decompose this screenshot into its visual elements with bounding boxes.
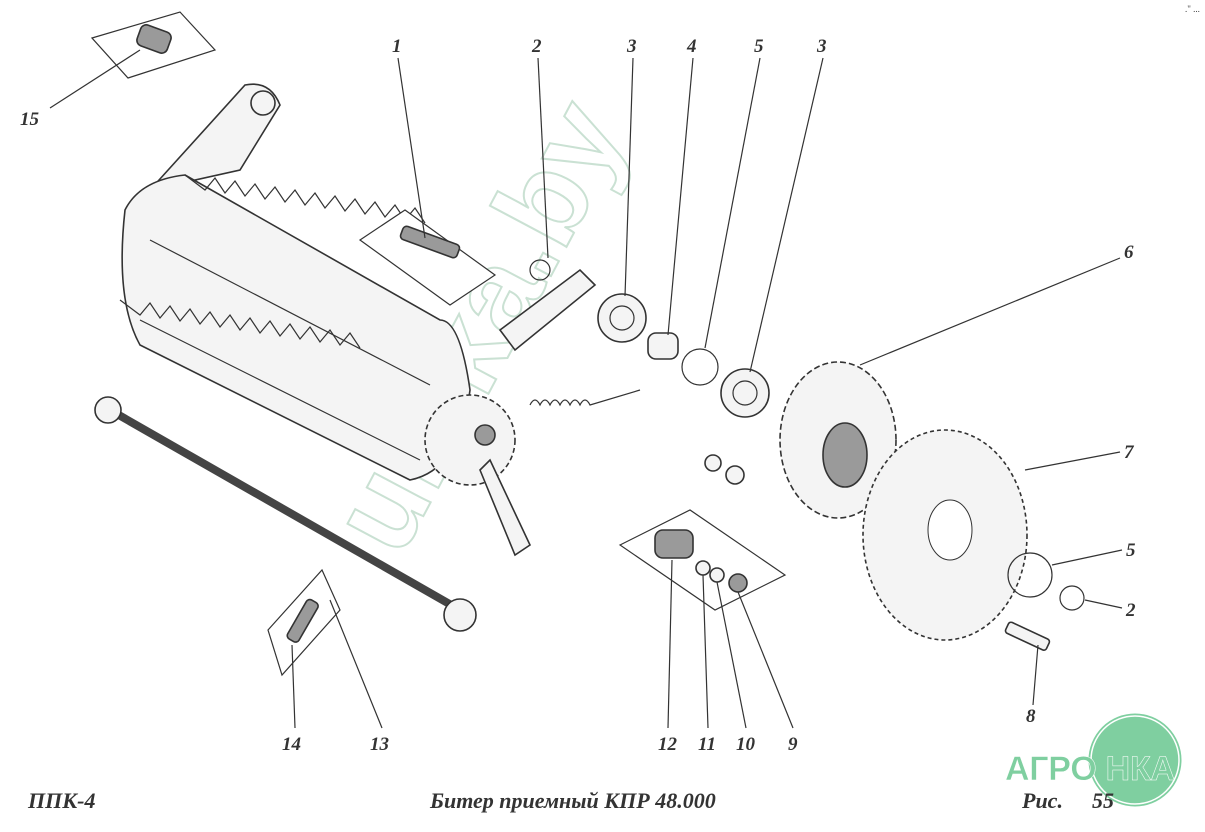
callout-15: 15 [20, 109, 40, 130]
machine-code: ППК-4 [28, 788, 96, 813]
figure-number: 55 [1092, 788, 1114, 813]
support-arm [147, 83, 281, 192]
agro-logo: АГРО НКА [1005, 710, 1185, 810]
circlip-5 [681, 348, 719, 386]
callout-5: 5 [754, 36, 764, 57]
detail-panel-1 [358, 209, 497, 306]
callout-14: 14 [282, 734, 301, 755]
callout-9: 9 [788, 734, 798, 755]
callout-12: 12 [658, 734, 678, 755]
drum-sprocket [424, 394, 516, 486]
callout-7: 7 [1124, 442, 1135, 463]
callout-5b: 5 [1126, 540, 1136, 561]
corner-mark: ." ... [1185, 4, 1200, 14]
bolt-8 [1004, 621, 1051, 651]
callout-8: 8 [1026, 706, 1036, 727]
callout-3b: 3 [816, 36, 827, 57]
bearing-3b [720, 368, 770, 418]
circlip-2b [1059, 585, 1085, 611]
bushing-4 [647, 332, 679, 360]
figure-label: Рис. [1022, 788, 1063, 813]
spring [529, 389, 641, 407]
callout-2b: 2 [1125, 600, 1136, 621]
callout-4: 4 [686, 36, 697, 57]
circlip-5b [1007, 552, 1053, 598]
circlip-2 [529, 259, 551, 281]
callout-2: 2 [531, 36, 542, 57]
svg-text:АГРО НКА: АГРО НКА [1005, 750, 1175, 788]
detail-panel-12 [618, 509, 787, 611]
callout-3: 3 [626, 36, 637, 57]
callout-13: 13 [370, 734, 389, 755]
shaft [108, 406, 462, 614]
callout-6: 6 [1124, 242, 1134, 263]
bearing-3 [597, 293, 647, 343]
fitting-15 [136, 24, 172, 54]
figure-title: Битер приемный КПР 48.000 [430, 788, 716, 813]
callout-1: 1 [392, 36, 402, 57]
callout-11: 11 [698, 734, 716, 755]
callout-10: 10 [736, 734, 756, 755]
